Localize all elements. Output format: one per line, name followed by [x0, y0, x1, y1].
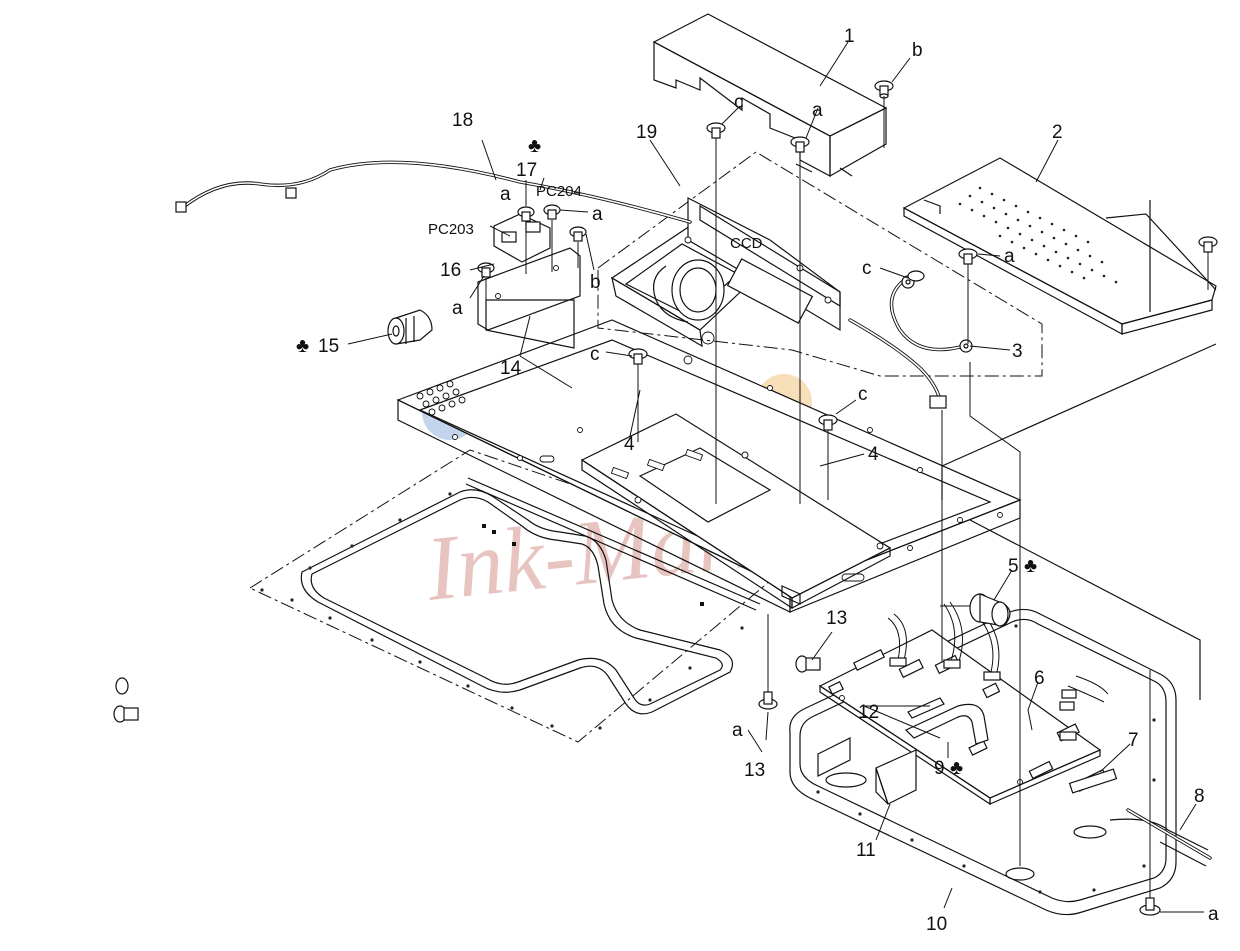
ccd-label: CCD — [730, 235, 763, 252]
bracket-11 — [817, 737, 917, 805]
screw-icon — [795, 655, 821, 673]
part-number-6: 6 — [1034, 668, 1045, 689]
ccd-harness — [848, 318, 947, 409]
screws — [115, 80, 1218, 916]
right-frame-lines — [941, 200, 1217, 700]
alignment-leaders — [485, 96, 1209, 898]
plate-2 — [902, 157, 1217, 336]
screw-letter-c-top: c — [734, 92, 744, 113]
screw-letter-b-top: b — [912, 40, 923, 61]
screw-icon — [758, 691, 778, 710]
screw-letter-a-right: a — [1004, 246, 1015, 267]
screw-icon — [1139, 897, 1161, 916]
screw-icon — [958, 248, 978, 265]
screw-letter-a-16: a — [452, 298, 463, 319]
scanner-unit-19 — [597, 151, 1043, 377]
sensor-harness-18 — [175, 160, 692, 224]
screw-icon — [907, 270, 925, 282]
screw-icon — [543, 204, 561, 220]
cable-7 — [1068, 768, 1118, 794]
callout-leaders — [347, 41, 1204, 913]
club-symbols: ♣ ♣ ♣ ♣ — [296, 135, 1037, 779]
club-symbol-9: ♣ — [950, 757, 963, 779]
sensor-bracket-16 — [493, 213, 551, 263]
component-labels: CCD PC203 PC204 — [428, 183, 763, 252]
club-symbol-17: ♣ — [528, 135, 541, 157]
part-number-1: 1 — [844, 26, 855, 47]
screw-icon — [569, 226, 587, 242]
screw-letter-a-top: a — [812, 100, 823, 121]
part-number-9: 9 — [934, 758, 945, 779]
screw-icon — [115, 677, 129, 695]
club-symbol-15: ♣ — [296, 335, 309, 357]
part-number-11: 11 — [856, 840, 876, 861]
part-number-17: 17 — [516, 160, 537, 181]
screw-letter-a-bottom: a — [732, 720, 743, 741]
part-number-4b: 4 — [868, 444, 879, 465]
main-chassis — [396, 319, 1022, 613]
part-number-3: 3 — [1012, 341, 1023, 362]
part-number-4a: 4 — [624, 434, 635, 455]
bottom-frame-holes — [816, 624, 1156, 894]
part-number-5: 5 — [1008, 556, 1019, 577]
flat-cable-12 — [904, 697, 989, 745]
club-symbol-5: ♣ — [1024, 555, 1037, 577]
part-number-10: 10 — [926, 914, 947, 935]
part-number-15: 15 — [318, 336, 339, 357]
screw-letter-a-corner: a — [1208, 904, 1219, 925]
part-number-16: 16 — [440, 260, 461, 281]
screw-13-lower-real-drawn-icon — [113, 705, 139, 723]
screw-letter-a-17: a — [500, 184, 511, 205]
screw-icon — [874, 80, 894, 99]
part-number-7: 7 — [1128, 730, 1139, 751]
screw-letter-b-left: b — [590, 272, 601, 293]
part-number-19: 19 — [636, 122, 657, 143]
ferrite-core-5 — [940, 593, 1011, 627]
bracket-14 — [477, 247, 581, 349]
part-number-2: 2 — [1052, 122, 1063, 143]
part-number-18: 18 — [452, 110, 473, 131]
screw-icon — [706, 122, 726, 139]
part-number-labels: 1 2 3 4 4 5 6 7 8 9 10 11 12 13 13 14 15… — [318, 26, 1205, 935]
screw-letter-labels: b a c c a a a b a c c a a — [452, 40, 1219, 925]
ferrite-core-15 — [387, 309, 433, 345]
part-number-13b: 13 — [744, 760, 765, 781]
screw-icon — [790, 136, 810, 153]
screw-icon — [1198, 236, 1218, 253]
screw-icon — [517, 206, 535, 222]
chassis-perforation — [416, 380, 466, 416]
pc203-label: PC203 — [428, 221, 474, 238]
ground-wire-3 — [889, 275, 973, 353]
part-number-14: 14 — [500, 358, 522, 379]
screw-letter-c-lower: c — [858, 384, 868, 405]
plate-2-perforation — [958, 186, 1118, 284]
part-number-12: 12 — [858, 702, 879, 723]
bottom-plate-holes — [260, 492, 744, 730]
cable-8 — [1126, 808, 1212, 860]
top-cover-1 — [652, 13, 888, 178]
part-number-8: 8 — [1194, 786, 1205, 807]
screw-letter-c-center: c — [590, 344, 600, 365]
part-number-13a: 13 — [826, 608, 847, 629]
screw-letter-c-mid: c — [862, 258, 872, 279]
pc204-label: PC204 — [536, 183, 582, 200]
screw-letter-a-pc204: a — [592, 204, 603, 225]
